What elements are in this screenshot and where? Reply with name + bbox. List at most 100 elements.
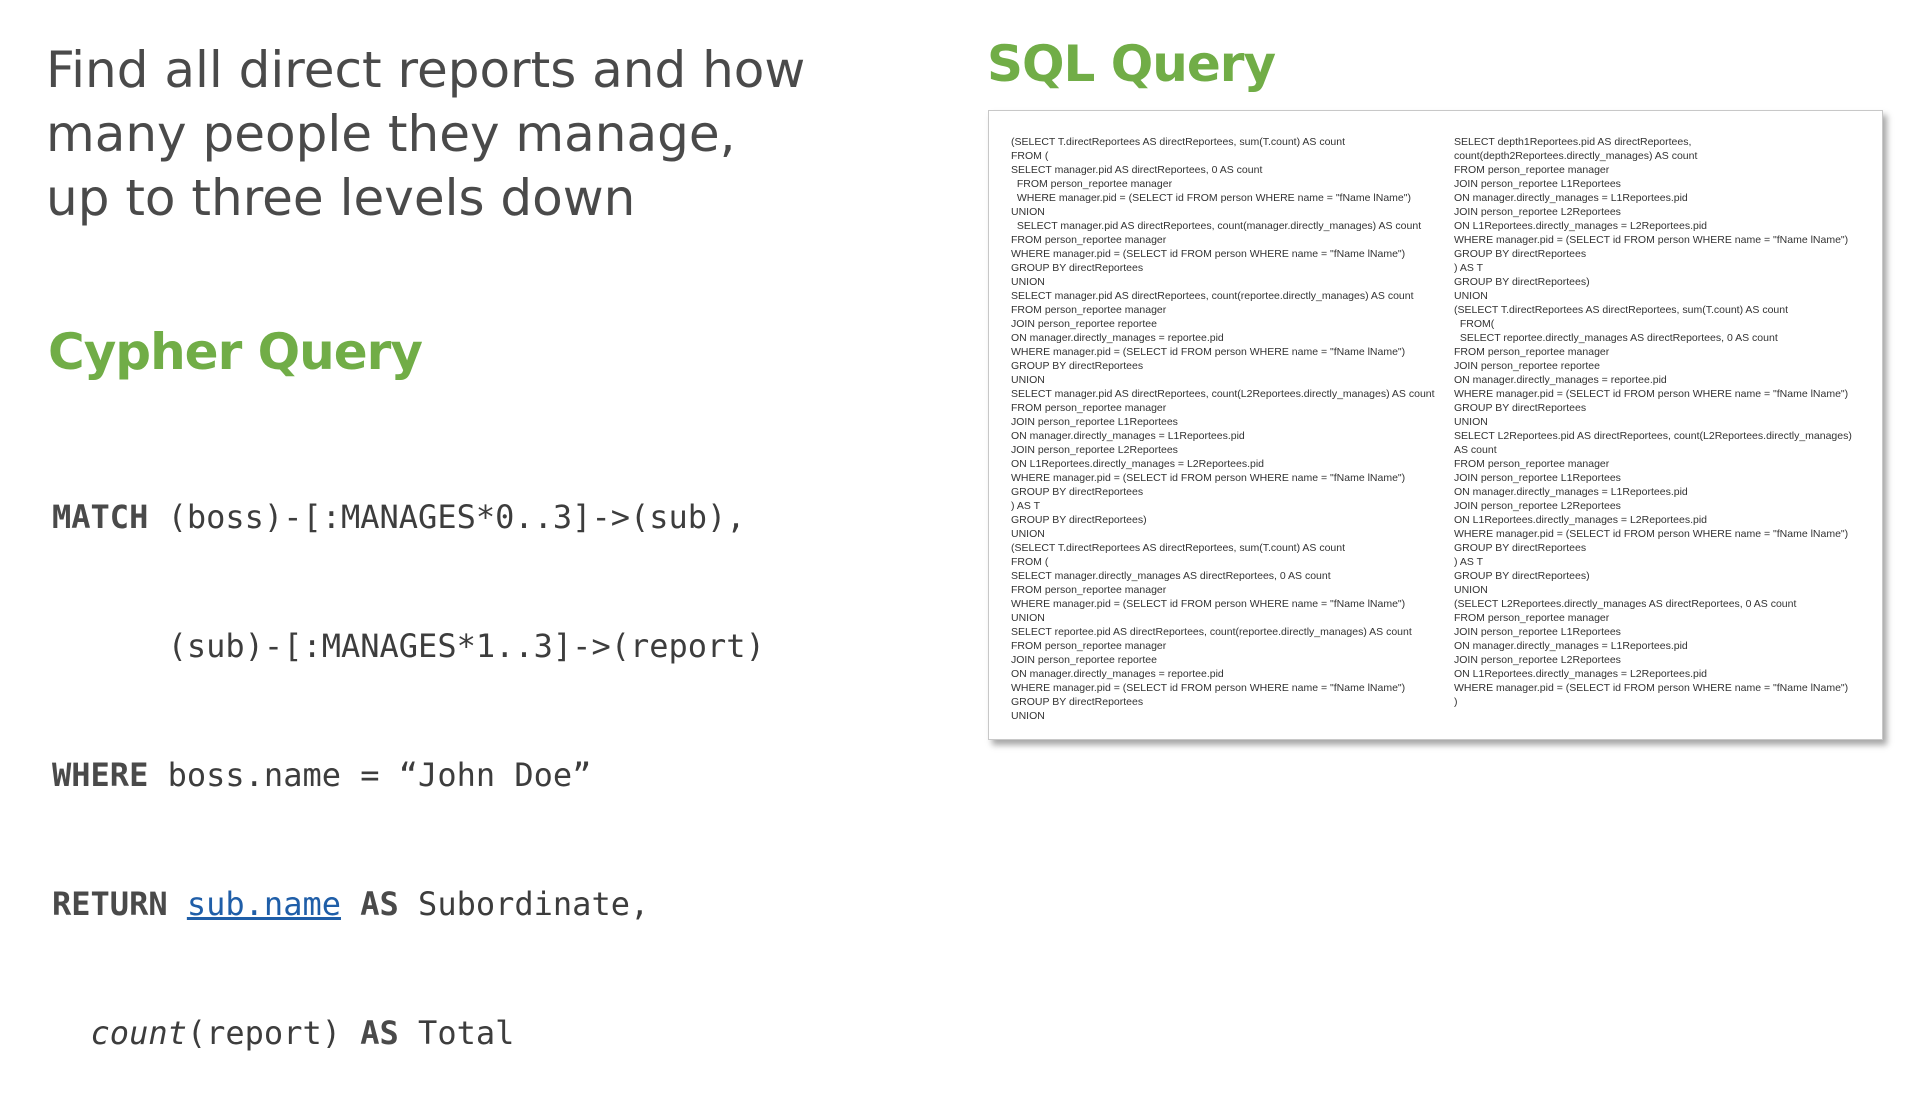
sql-line: WHERE manager.pid = (SELECT id FROM pers… [1454, 234, 1849, 246]
sql-line: ON manager.directly_manages = L1Reportee… [1011, 430, 1245, 442]
sql-line: GROUP BY directReportees [1011, 486, 1144, 498]
sql-line: ON L1Reportees.directly_manages = L2Repo… [1454, 220, 1708, 232]
sql-line: SELECT reportee.pid AS directReportees, … [1011, 626, 1412, 638]
sql-line: WHERE manager.pid = (SELECT id FROM pers… [1011, 472, 1406, 484]
sql-line: FROM person_reportee manager [1454, 458, 1610, 470]
code-line: MATCH (boss)-[:MANAGES*0..3]->(sub), [52, 496, 765, 539]
sql-line: FROM person_reportee manager [1011, 640, 1167, 652]
code-line: count(report) AS Total [52, 1012, 765, 1055]
sql-line: SELECT manager.pid AS directReportees, 0… [1011, 164, 1263, 176]
sql-line: WHERE manager.pid = (SELECT id FROM pers… [1011, 192, 1411, 204]
sql-line: WHERE manager.pid = (SELECT id FROM pers… [1011, 682, 1406, 694]
sql-line: FROM person_reportee manager [1454, 612, 1610, 624]
sql-line: UNION [1011, 528, 1045, 540]
sql-line: JOIN person_reportee L1Reportees [1454, 626, 1621, 638]
sql-query-panel: (SELECT T.directReportees AS directRepor… [988, 110, 1883, 740]
keyword: RETURN [52, 885, 168, 923]
sql-line: FROM person_reportee manager [1011, 584, 1167, 596]
code-text: Total [398, 1014, 515, 1052]
sql-line: WHERE manager.pid = (SELECT id FROM pers… [1011, 598, 1406, 610]
sql-line: GROUP BY directReportees [1011, 360, 1144, 372]
code-text [341, 885, 360, 923]
sql-line: JOIN person_reportee reportee [1011, 654, 1157, 666]
sql-line: (SELECT L2Reportees.directly_manages AS … [1454, 598, 1797, 610]
keyword: WHERE [52, 756, 149, 794]
sql-line: FROM( [1454, 318, 1495, 330]
sql-line: GROUP BY directReportees) [1454, 276, 1590, 288]
sql-line: FROM ( [1011, 556, 1049, 568]
sql-line: ON L1Reportees.directly_manages = L2Repo… [1454, 514, 1708, 526]
cypher-query-heading: Cypher Query [48, 323, 423, 381]
sql-line: JOIN person_reportee L2Reportees [1011, 444, 1178, 456]
sql-line: SELECT manager.pid AS directReportees, c… [1011, 290, 1414, 302]
sql-line: count(depth2Reportees.directly_manages) … [1454, 150, 1698, 162]
sql-column-right: SELECT depth1Reportees.pid AS directRepo… [1454, 135, 1852, 709]
sub-name-link[interactable]: sub.name [186, 885, 341, 923]
sql-line: ) AS T [1454, 556, 1483, 568]
sql-line: UNION [1011, 612, 1045, 624]
sql-line: ON manager.directly_manages = reportee.p… [1454, 374, 1667, 386]
sql-line: SELECT depth1Reportees.pid AS directRepo… [1454, 136, 1692, 148]
keyword: AS [360, 1014, 399, 1052]
sql-line: UNION [1011, 276, 1045, 288]
sql-line: FROM person_reportee manager [1011, 402, 1167, 414]
sql-line: WHERE manager.pid = (SELECT id FROM pers… [1454, 528, 1849, 540]
sql-line: ) [1454, 696, 1458, 708]
sql-line: GROUP BY directReportees) [1011, 514, 1147, 526]
sql-line: FROM person_reportee manager [1011, 178, 1173, 190]
sql-line: GROUP BY directReportees) [1454, 570, 1590, 582]
sql-line: FROM person_reportee manager [1011, 304, 1167, 316]
sql-line: WHERE manager.pid = (SELECT id FROM pers… [1454, 682, 1849, 694]
sql-line: UNION [1011, 206, 1045, 218]
sql-line: UNION [1454, 584, 1488, 596]
sql-line: ON manager.directly_manages = reportee.p… [1011, 668, 1224, 680]
sql-line: ON manager.directly_manages = L1Reportee… [1454, 640, 1688, 652]
sql-line: UNION [1454, 290, 1488, 302]
sql-line: SELECT manager.pid AS directReportees, c… [1011, 220, 1422, 232]
sql-line: JOIN person_reportee reportee [1011, 318, 1157, 330]
sql-line: FROM person_reportee manager [1454, 346, 1610, 358]
title-line: many people they manage, [46, 105, 736, 163]
code-text: (sub)-[:MANAGES*1..3]->(report) [52, 627, 765, 665]
code-text [168, 885, 187, 923]
sql-line: SELECT reportee.directly_manages AS dire… [1454, 332, 1778, 344]
cypher-code-block: MATCH (boss)-[:MANAGES*0..3]->(sub), (su… [52, 410, 765, 1098]
sql-line: FROM ( [1011, 150, 1049, 162]
sql-line: SELECT manager.pid AS directReportees, c… [1011, 388, 1435, 400]
sql-line: GROUP BY directReportees [1011, 696, 1144, 708]
sql-line: JOIN person_reportee L2Reportees [1454, 654, 1621, 666]
sql-line: ON manager.directly_manages = L1Reportee… [1454, 192, 1688, 204]
sql-line: UNION [1454, 416, 1488, 428]
sql-query-heading: SQL Query [987, 35, 1276, 93]
code-text: (report) [186, 1014, 361, 1052]
sql-line: JOIN person_reportee L2Reportees [1454, 206, 1621, 218]
sql-line: WHERE manager.pid = (SELECT id FROM pers… [1454, 388, 1849, 400]
sql-column-left: (SELECT T.directReportees AS directRepor… [1011, 135, 1435, 723]
sql-line: JOIN person_reportee reportee [1454, 360, 1600, 372]
sql-line: ON manager.directly_manages = reportee.p… [1011, 332, 1224, 344]
sql-line: FROM person_reportee manager [1454, 164, 1610, 176]
code-text [52, 1014, 91, 1052]
sql-line: GROUP BY directReportees [1454, 248, 1587, 260]
sql-line: GROUP BY directReportees [1011, 262, 1144, 274]
code-text: Subordinate, [398, 885, 650, 923]
code-line: WHERE boss.name = “John Doe” [52, 754, 765, 797]
code-text: (boss)-[:MANAGES*0..3]->(sub), [148, 498, 746, 536]
sql-line: WHERE manager.pid = (SELECT id FROM pers… [1011, 346, 1406, 358]
sql-line: WHERE manager.pid = (SELECT id FROM pers… [1011, 248, 1406, 260]
sql-line: JOIN person_reportee L1Reportees [1454, 472, 1621, 484]
sql-line: ON L1Reportees.directly_manages = L2Repo… [1454, 668, 1708, 680]
sql-line: ) AS T [1454, 262, 1483, 274]
code-text: boss.name = “John Doe” [148, 756, 592, 794]
sql-line: UNION [1011, 710, 1045, 722]
sql-line: ON manager.directly_manages = L1Reportee… [1454, 486, 1688, 498]
function-name: count [90, 1014, 187, 1052]
sql-line: (SELECT T.directReportees AS directRepor… [1011, 136, 1346, 148]
sql-line: JOIN person_reportee L2Reportees [1454, 500, 1621, 512]
code-line: RETURN sub.name AS Subordinate, [52, 883, 765, 926]
code-line: (sub)-[:MANAGES*1..3]->(report) [52, 625, 765, 668]
sql-line: ON L1Reportees.directly_manages = L2Repo… [1011, 458, 1265, 470]
sql-line: UNION [1011, 374, 1045, 386]
sql-line: (SELECT T.directReportees AS directRepor… [1454, 304, 1789, 316]
sql-line: FROM person_reportee manager [1011, 234, 1167, 246]
